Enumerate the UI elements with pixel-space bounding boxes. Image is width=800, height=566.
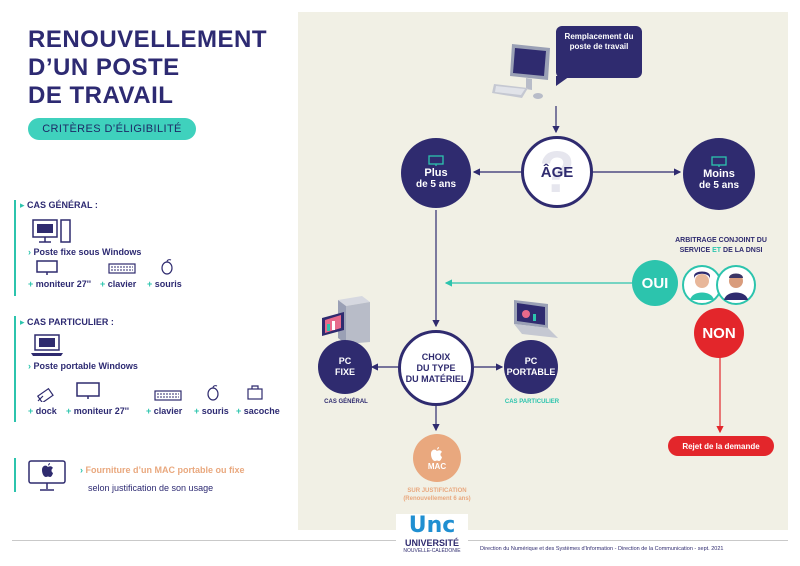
mac-line-1: › Fourniture d’un MAC portable ou fixe <box>80 465 245 475</box>
mac-caption-2: (Renouvellement 6 ans) <box>403 496 471 502</box>
particular-accessory-bag: + sacoche <box>236 406 280 416</box>
general-main-item: › Poste fixe sous Windows <box>28 247 142 257</box>
laptop-icon <box>31 334 63 356</box>
particular-accessory-monitor: + moniteur 27'' <box>66 406 130 416</box>
particular-accent-bar <box>14 316 16 422</box>
mac-node: MAC <box>413 434 461 482</box>
university-logo: Unc UNIVERSITÉ NOUVELLE-CALÉDONIE <box>396 514 468 564</box>
callout-tail <box>556 76 570 86</box>
pc-portable-line-2: PORTABLE <box>506 367 556 377</box>
less-than-line-1: Moins <box>703 168 735 180</box>
page-title: RENOUVELLEMENT D’UN POSTE DE TRAVAIL <box>28 26 298 110</box>
mac-caption-1: SUR JUSTIFICATION <box>407 488 467 494</box>
mac-line-2: selon justification de son usage <box>88 483 214 493</box>
pc-fixe-caption: CAS GÉNÉRAL <box>324 399 368 405</box>
bag-icon <box>247 385 263 400</box>
workstation-illustration-icon <box>492 44 550 99</box>
general-accent-bar <box>14 200 16 296</box>
arbitration-label: ARBITRAGE CONJOINT DU SERVICE ET DE LA D… <box>675 237 767 254</box>
mac-accent-bar <box>14 458 16 492</box>
more-than-line-2: de 5 ans <box>415 179 457 190</box>
pc-fixe-node: PC FIXE <box>318 340 372 394</box>
monitor-icon <box>428 155 444 166</box>
monitor-icon <box>76 382 100 399</box>
choice-line-1: CHOIX <box>421 351 451 362</box>
pc-fixe-line-2: FIXE <box>334 367 355 377</box>
desktop-pc-icon <box>32 219 71 243</box>
question-mark-icon: ? <box>539 140 575 205</box>
general-title: ▸ CAS GÉNÉRAL : <box>20 200 98 210</box>
general-accessory-mouse: + souris <box>147 279 182 289</box>
less-than-line-2: de 5 ans <box>698 180 740 191</box>
less-than-5-years-node: Moins de 5 ans <box>683 138 755 210</box>
particular-title: ▸ CAS PARTICULIER : <box>20 317 114 327</box>
yes-node: OUI <box>632 260 678 306</box>
particular-accessory-keyboard: + clavier <box>146 406 183 416</box>
choice-line-2: DU TYPE <box>416 362 456 373</box>
dock-icon <box>36 387 54 402</box>
footer-credit: Direction du Numérique et des Systèmes d… <box>480 546 724 552</box>
pc-portable-line-1: PC <box>524 356 538 366</box>
general-accessory-keyboard: + clavier <box>100 279 137 289</box>
mac-caption: SUR JUSTIFICATION (Renouvellement 6 ans) <box>392 487 482 503</box>
more-than-line-1: Plus <box>424 167 448 179</box>
general-accessory-monitor: + moniteur 27'' <box>28 279 92 289</box>
mac-node-label: MAC <box>427 461 447 471</box>
desktop-tower-illustration-icon <box>322 296 370 344</box>
more-than-5-years-node: Plus de 5 ans <box>401 138 471 208</box>
particular-accessory-dock: + dock <box>28 406 57 416</box>
monitor-icon <box>711 156 727 167</box>
pc-portable-caption: CAS PARTICULIER <box>504 399 560 405</box>
pc-portable-node: PC PORTABLE <box>504 340 558 394</box>
keyboard-icon <box>108 263 136 274</box>
criteria-pill: CRITÈRES D’ÉLIGIBILITÉ <box>28 118 196 140</box>
support-agents-icon <box>682 265 756 305</box>
no-node: NON <box>694 308 744 358</box>
monitor-icon <box>36 260 58 275</box>
keyboard-icon <box>154 390 182 401</box>
pc-fixe-line-1: PC <box>338 356 352 366</box>
replacement-callout: Remplacement du poste de travail <box>556 26 642 78</box>
age-label: ÂGE <box>540 163 574 181</box>
hardware-choice-node: CHOIX DU TYPE DU MATÉRIEL <box>398 330 474 406</box>
title-line-1: RENOUVELLEMENT <box>28 26 268 53</box>
mouse-icon <box>207 385 219 401</box>
apple-desktop-icon <box>28 460 66 491</box>
age-node: ? ÂGE <box>521 136 593 208</box>
logo-region: NOUVELLE-CALÉDONIE <box>403 548 461 554</box>
particular-accessory-mouse: + souris <box>194 406 229 416</box>
title-line-3: DE TRAVAIL <box>28 82 174 109</box>
choice-line-3: DU MATÉRIEL <box>405 373 467 384</box>
particular-main-item: › Poste portable Windows <box>28 361 138 371</box>
rejection-pill: Rejet de la demande <box>668 436 774 456</box>
apple-icon <box>431 446 442 461</box>
title-line-2: D’UN POSTE <box>28 54 180 81</box>
logo-mark: Unc <box>408 513 456 538</box>
mouse-icon <box>161 259 173 275</box>
logo-university: UNIVERSITÉ <box>404 538 459 548</box>
laptop-illustration-icon <box>514 300 558 338</box>
